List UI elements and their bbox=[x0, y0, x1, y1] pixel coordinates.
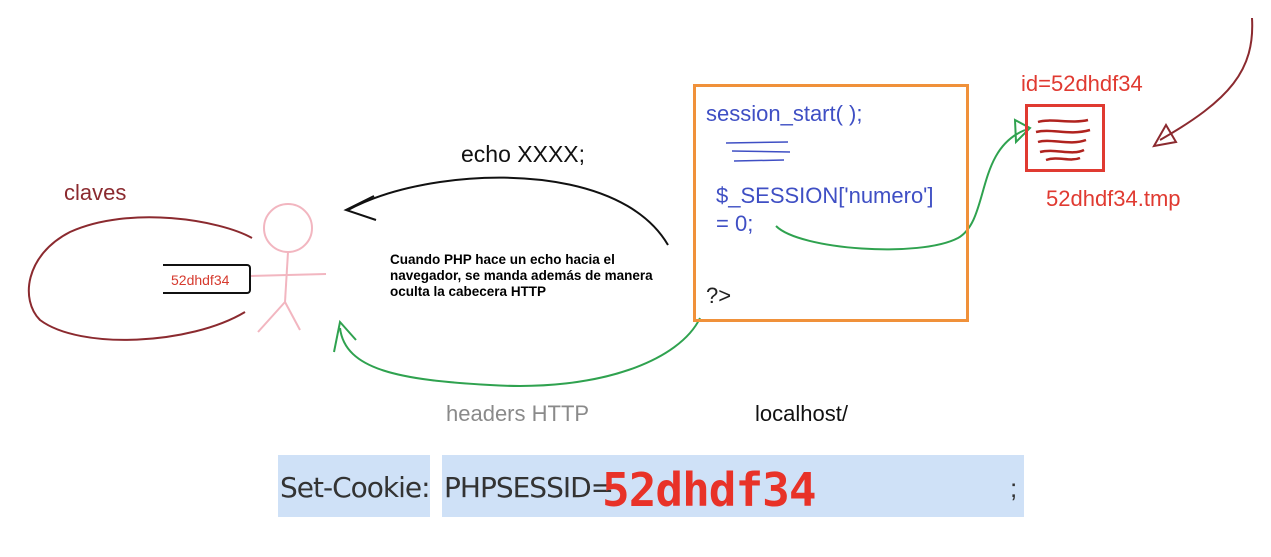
session-file-icon bbox=[1025, 104, 1105, 172]
echo-arrow-head bbox=[343, 195, 377, 221]
set-cookie-label: Set-Cookie: bbox=[280, 471, 431, 504]
code-scribble bbox=[725, 141, 791, 162]
file-scribble-icon bbox=[1035, 118, 1091, 162]
client-loop bbox=[27, 216, 253, 341]
echo-arrow bbox=[347, 176, 669, 246]
client-cookie-box: 52dhdf34 bbox=[163, 264, 251, 294]
code-line-session-start: session_start( ); bbox=[706, 101, 863, 126]
stick-figure-icon bbox=[249, 203, 327, 333]
session-arrow bbox=[775, 129, 1026, 251]
set-cookie-label-box: Set-Cookie: bbox=[278, 455, 431, 517]
code-line-assign: = 0; bbox=[716, 211, 754, 236]
cookie-session-id: 52dhdf34 bbox=[602, 463, 817, 517]
server-host: localhost/ bbox=[755, 401, 848, 426]
session-filename: 52dhdf34.tmp bbox=[1046, 186, 1181, 211]
cookie-name: PHPSESSID= bbox=[444, 471, 614, 504]
incoming-arrow-head bbox=[1152, 123, 1178, 148]
headers-label: headers HTTP bbox=[446, 401, 590, 426]
php-code-box: session_start( ); $_SESSION['numero'] = … bbox=[693, 84, 969, 322]
headers-arrow bbox=[339, 317, 701, 387]
client-cookie-value: 52dhdf34 bbox=[171, 272, 230, 288]
client-label: claves bbox=[64, 180, 127, 205]
echo-label: echo XXXX; bbox=[461, 141, 586, 167]
code-line-close-tag: ?> bbox=[706, 283, 732, 308]
session-id-label: id=52dhdf34 bbox=[1021, 71, 1143, 96]
headers-arrow-head bbox=[333, 319, 357, 353]
session-arrow-head bbox=[1013, 118, 1032, 145]
set-cookie-value-box: PHPSESSID= 52dhdf34 ; bbox=[442, 455, 1024, 517]
code-line-session-var: $_SESSION['numero'] bbox=[716, 183, 934, 208]
cookie-terminator: ; bbox=[1010, 473, 1018, 503]
incoming-arrow bbox=[1159, 17, 1254, 141]
echo-note: Cuando PHP hace un echo hacia el navegad… bbox=[390, 252, 653, 299]
